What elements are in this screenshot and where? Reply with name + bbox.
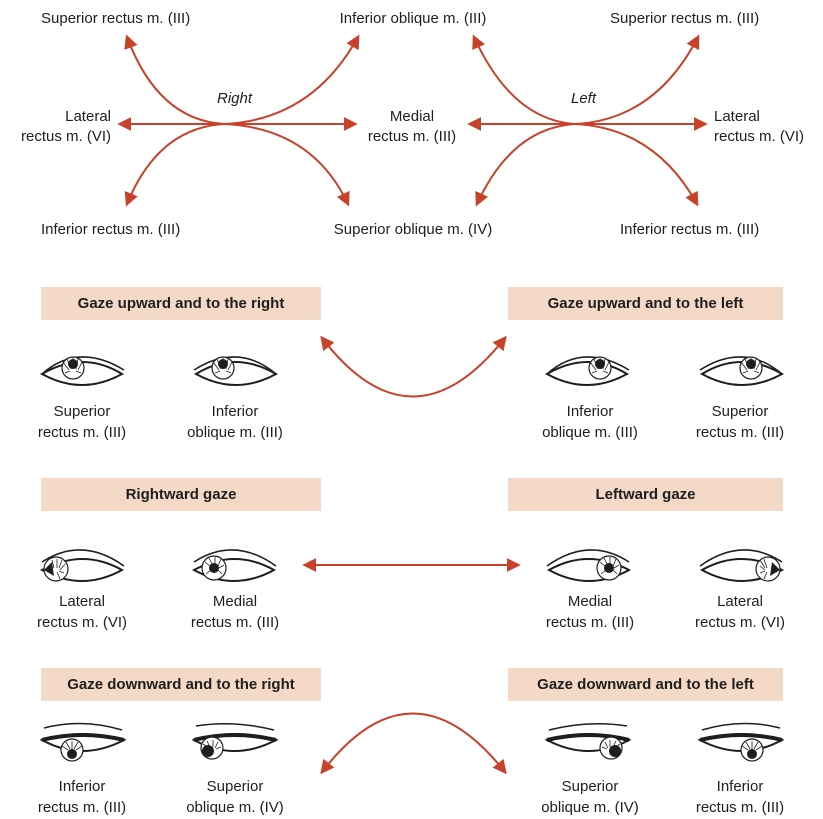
eye-icon bbox=[191, 723, 279, 760]
left-inferior-rectus-label: Inferior rectus m. (III) bbox=[620, 221, 760, 238]
right-eye-title: Right bbox=[217, 90, 253, 107]
banner-gaze-up-left: Gaze upward and to the left bbox=[508, 287, 783, 320]
banner-gaze-up-right: Gaze upward and to the right bbox=[41, 287, 321, 320]
left-superior-oblique-arrow bbox=[475, 123, 576, 207]
banner-leftward-gaze: Leftward gaze bbox=[508, 478, 783, 511]
medial-rectus-label-1: Medial bbox=[389, 108, 435, 125]
left-inferior-oblique-arrow bbox=[472, 34, 576, 125]
right-inferior-rectus-label: Inferior rectus m. (III) bbox=[41, 221, 181, 238]
upward-gaze-arrow bbox=[320, 335, 507, 398]
left-inferior-rectus-arrow bbox=[574, 123, 699, 207]
left-eye-title: Left bbox=[571, 90, 597, 107]
banner-gaze-down-right: Gaze downward and to the right bbox=[41, 668, 321, 701]
banner-gaze-down-left: Gaze downward and to the left bbox=[508, 668, 783, 701]
downward-gaze-arrow bbox=[320, 712, 507, 775]
right-inferior-oblique-label: Inferior oblique m. (III) bbox=[339, 10, 487, 27]
eye-icon bbox=[699, 356, 785, 386]
right-superior-rectus-arrow bbox=[124, 34, 225, 125]
eye-icon bbox=[699, 549, 785, 582]
banner-rightward-gaze: Rightward gaze bbox=[41, 478, 321, 511]
eye-icon bbox=[697, 722, 785, 762]
eye-icon bbox=[191, 549, 277, 582]
medial-rectus-label-2: rectus m. (III) bbox=[367, 128, 457, 145]
eye-icon bbox=[39, 549, 125, 582]
right-lateral-rectus-label-2: rectus m. (VI) bbox=[20, 128, 111, 145]
eye-icon bbox=[544, 356, 630, 386]
right-superior-oblique-arrow bbox=[223, 123, 350, 207]
superior-oblique-label: Superior oblique m. (IV) bbox=[333, 221, 493, 238]
left-superior-rectus-label: Superior rectus m. (III) bbox=[610, 10, 760, 27]
left-superior-rectus-arrow bbox=[574, 34, 700, 125]
left-lateral-rectus-label-1: Lateral bbox=[714, 108, 760, 125]
eye-icon bbox=[546, 549, 632, 582]
eye-icon bbox=[544, 723, 632, 760]
eye-icon bbox=[39, 722, 127, 762]
eye-icon bbox=[193, 356, 279, 386]
right-inferior-rectus-arrow bbox=[124, 123, 225, 207]
right-superior-rectus-label: Superior rectus m. (III) bbox=[41, 10, 191, 27]
right-lateral-rectus-label-1: Lateral bbox=[65, 108, 111, 125]
left-lateral-rectus-label-2: rectus m. (VI) bbox=[714, 128, 805, 145]
right-inferior-oblique-arrow bbox=[223, 34, 360, 125]
eye-icon bbox=[39, 356, 125, 386]
